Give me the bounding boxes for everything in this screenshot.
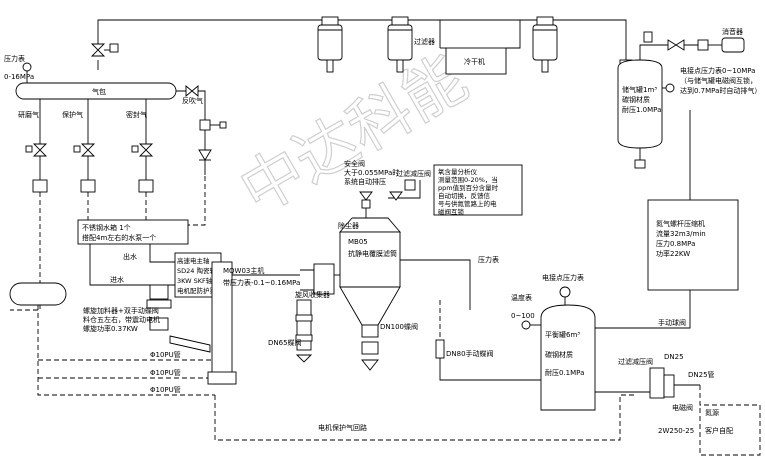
dn25-valve-group[interactable] xyxy=(649,367,665,399)
label-main-2: 带压力表-0.1~0.16MPa xyxy=(223,278,300,287)
screw-feeder xyxy=(169,335,211,353)
label-oxy-3: ppm值到百分含量时 xyxy=(438,183,499,192)
label-temp-gauge: 温度表 xyxy=(511,293,532,302)
label-oxy-6: 磁阀互锁 xyxy=(438,207,465,216)
label-water-2: 搭配4m左右的水泵一个 xyxy=(82,233,156,242)
label-sep-3: 抗静电覆膜滤筒 xyxy=(348,249,397,258)
branch-lines xyxy=(10,99,206,311)
label-compressor-3: 压力0.8MPa xyxy=(656,239,695,248)
label-balance-3: 耐压0.1MPa xyxy=(545,368,584,377)
label-balance-2: 碳钢材质 xyxy=(545,350,573,359)
label-spindle-3: 3KW SKF轴承 xyxy=(177,276,219,285)
label-model: 2W250-25 xyxy=(658,427,694,435)
label-cyclone: 旋风收集器 xyxy=(295,290,330,299)
label-dryer: 冷干机 xyxy=(464,57,485,66)
label-safety-1: 安全阀 xyxy=(344,159,365,168)
label-spindle-1: 高速电主轴 xyxy=(177,256,210,265)
label-main-1: MQW03主机 xyxy=(223,266,264,275)
label-water-out: 出水 xyxy=(123,252,137,261)
top-pipeline: 过滤器 冷干机 xyxy=(90,16,627,75)
label-seal: 密封气 xyxy=(126,110,147,119)
label-oxy-5: 号与供氮管路上的电 xyxy=(438,199,497,208)
label-reducer-bottom: 过滤减压阀 xyxy=(618,357,653,366)
label-sep-2: MB05 xyxy=(348,238,368,246)
label-balance-1: 平衡罐6m³ xyxy=(545,330,580,339)
label-grinding: 研磨气 xyxy=(18,110,39,119)
label-protect: 保护气 xyxy=(62,110,83,119)
temperature-gauge xyxy=(521,320,531,330)
label-compressor-4: 功率22KW xyxy=(656,249,690,258)
label-feeder-1: 螺旋加料器+双手动蝶阀 xyxy=(83,306,159,315)
label-blowback: 反吹气 xyxy=(182,96,203,105)
label-dn25-top: DN25 xyxy=(664,353,684,361)
label-oxy-1: 氧含量分析仪 xyxy=(438,167,478,176)
label-spindle-2: SD24 陶瓷轴承 xyxy=(177,266,223,275)
label-dn25-pipe: DN25管 xyxy=(688,370,715,379)
storage-tank xyxy=(617,59,663,149)
label-dn100: DN100蝶阀 xyxy=(380,322,418,331)
solenoid-valve-top[interactable] xyxy=(697,39,709,51)
label-compressor-1: 氮气螺杆压缩机 xyxy=(656,219,705,228)
label-dn65: DN65蝶阀 xyxy=(268,338,302,347)
label-safety-2: 大于0.055MPa时 xyxy=(344,168,399,177)
muffler xyxy=(721,37,745,53)
left-tank xyxy=(9,282,67,306)
label-sep-1: 除尘器 xyxy=(338,221,359,230)
feeder-hopper xyxy=(149,284,169,300)
label-feeder-2: 料仓五左右，带震动电机 xyxy=(83,315,160,324)
label-compressor-2: 流量32m3/min xyxy=(656,229,706,238)
label-contact-1: 电接点压力表0~10MPa xyxy=(680,66,755,75)
label-contact-3: 达到0.7MPa时自动排气） xyxy=(680,86,761,95)
label-pipe-3: Φ10PU管 xyxy=(150,385,181,394)
cyclone-collector xyxy=(313,263,335,295)
contact-gauge-bottom xyxy=(559,286,571,298)
label-water-in: 进水 xyxy=(110,275,124,284)
label-pressure-gauge-left: 压力表 xyxy=(4,54,25,63)
blowback-check-valve xyxy=(198,149,212,161)
label-pipe-2: Φ10PU管 xyxy=(150,368,181,377)
label-water-1: 不锈钢水箱 1个 xyxy=(82,223,131,232)
label-dn80: DN80手动蝶阀 xyxy=(446,349,494,358)
safety-valve xyxy=(359,191,373,201)
filter-2 xyxy=(387,16,413,73)
dust-collector xyxy=(339,195,401,371)
label-oxy-4: 自动切换，反馈信 xyxy=(438,191,491,200)
balance-tank xyxy=(540,304,596,411)
label-tank-1: 储气罐1m³ xyxy=(622,85,657,94)
label-filter-reducer: 过滤减压阀 xyxy=(396,169,431,178)
water-box xyxy=(77,219,189,245)
label-safety-3: 系统自动排压 xyxy=(344,177,386,186)
label-motor-return: 电机保护气回路 xyxy=(318,423,367,432)
label-tank-3: 耐压1.0MPa xyxy=(622,105,661,114)
label-nitrogen-1: 氮源 xyxy=(705,408,719,417)
label-nitrogen-2: 客户自配 xyxy=(705,426,733,435)
label-manual-ball: 手动球阀 xyxy=(658,318,686,327)
blowback-valve[interactable] xyxy=(191,85,199,97)
label-muffler: 消音器 xyxy=(722,27,743,36)
label-gas-bag: 气包 xyxy=(92,87,106,96)
dryer xyxy=(445,47,507,75)
label-temp-range: 0~100 xyxy=(511,312,535,320)
pressure-gauge-left xyxy=(22,62,32,72)
label-tank-2: 碳钢材质 xyxy=(622,95,650,104)
label-contact-2: （与储气罐电磁阀互锁， xyxy=(680,76,757,85)
oxygen-analyzer xyxy=(433,164,523,216)
label-pressure-range-left: 0-16MPa xyxy=(4,73,34,81)
label-pipe-1: Φ10PU管 xyxy=(150,350,181,359)
label-filter: 过滤器 xyxy=(414,37,435,46)
filter-reducer-valve[interactable] xyxy=(404,179,416,191)
dn80-valve[interactable] xyxy=(435,339,445,359)
filter-1 xyxy=(317,16,343,73)
label-contact-gauge-bottom: 电接点压力表 xyxy=(542,273,584,282)
label-spindle-4: 电机配防护罩 xyxy=(177,286,217,295)
label-solenoid: 电磁阀 xyxy=(672,403,693,412)
label-feeder-3: 螺旋功率0.37KW xyxy=(83,324,138,333)
top-left-valve[interactable] xyxy=(90,43,106,57)
compressor xyxy=(647,199,739,291)
filter-3 xyxy=(532,16,558,73)
label-pressure-gauge-mid: 压力表 xyxy=(478,255,499,264)
label-oxy-2: 测量范围0-20%，当 xyxy=(438,175,498,184)
